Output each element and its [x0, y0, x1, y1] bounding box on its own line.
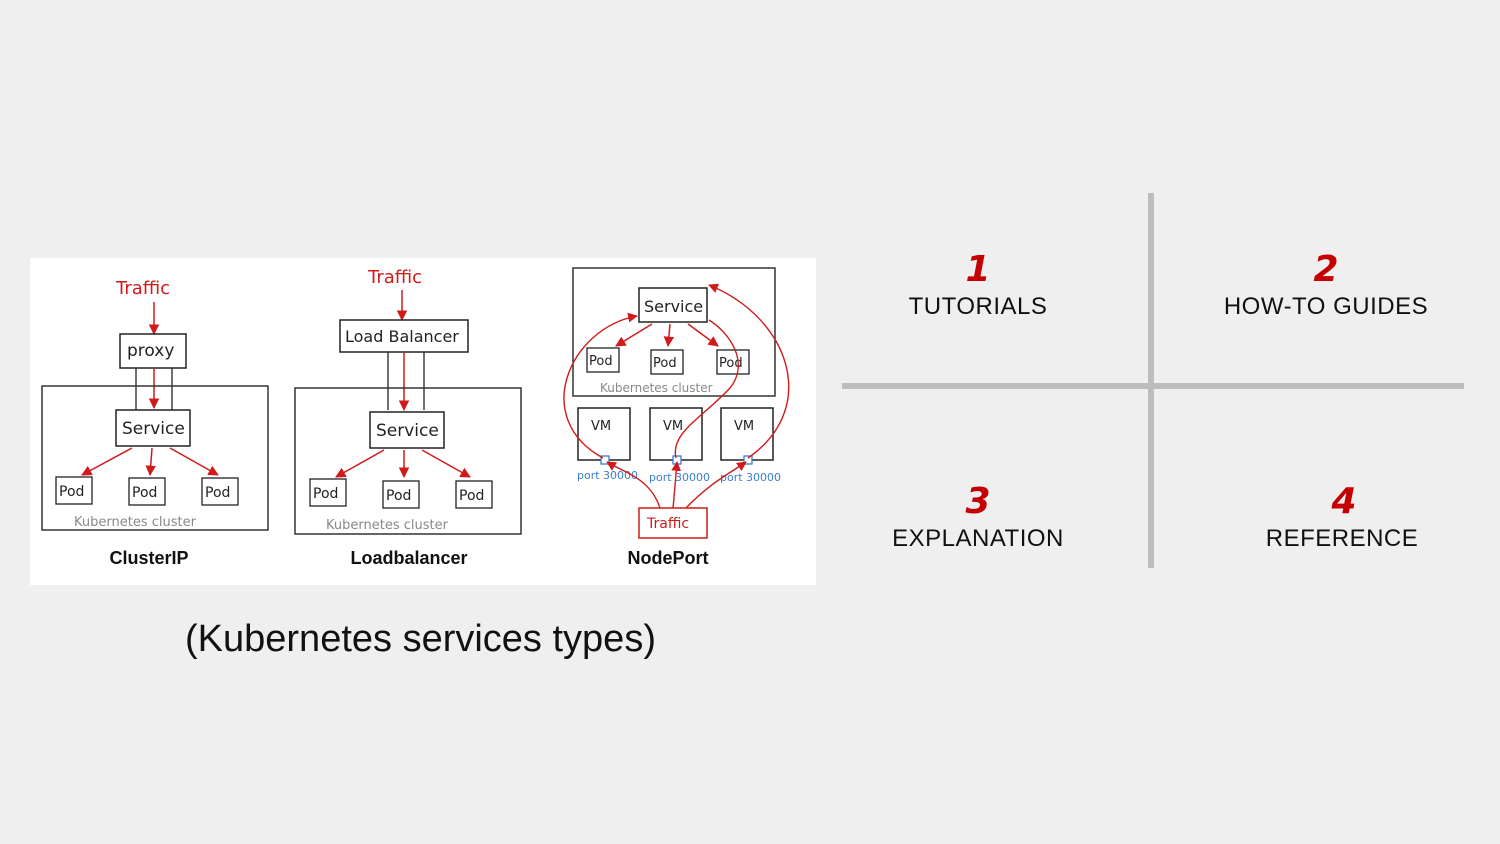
pod-label: Pod: [719, 356, 743, 371]
nodeport-traffic-label: Traffic: [646, 516, 689, 532]
quadrant-number: 2: [1313, 249, 1339, 290]
nodeport-cluster-box: [572, 267, 776, 397]
vm-box: [577, 407, 631, 461]
vertical-divider: [1148, 193, 1154, 568]
clusterip-cluster-label: Kubernetes cluster: [74, 515, 197, 530]
loadbalancer-traffic-label: Traffic: [367, 267, 422, 288]
proxy-box: [119, 333, 187, 369]
nodeport-panel: Service Pod Pod Pod Kubernetes cluster V…: [563, 267, 790, 568]
port-label: port 30000: [577, 469, 638, 482]
port-label: port 30000: [649, 471, 710, 484]
vm-label: VM: [734, 419, 754, 434]
clusterip-service-box: [115, 409, 191, 447]
vm-box: [720, 407, 774, 461]
pod-box: [309, 478, 347, 507]
loadbalancer-cluster-label: Kubernetes cluster: [326, 518, 449, 533]
nodeport-service-label: Service: [644, 297, 703, 316]
port-marker: [600, 455, 610, 465]
quadrant-label: TUTORIALS: [908, 293, 1048, 320]
clusterip-title: ClusterIP: [109, 548, 188, 568]
nodeport-title: NodePort: [628, 548, 709, 568]
pod-box: [455, 480, 493, 509]
vm-label: VM: [591, 419, 611, 434]
diagram-caption: (Kubernetes services types): [185, 618, 656, 660]
nodeport-service-box: [638, 287, 708, 323]
port-marker: [743, 455, 753, 465]
clusterip-cluster-box: [41, 385, 269, 531]
pod-label: Pod: [59, 484, 84, 500]
clusterip-traffic-label: Traffic: [115, 278, 170, 299]
pod-box: [716, 349, 750, 375]
pod-box: [382, 480, 420, 509]
quadrant-number: 3: [965, 481, 991, 522]
pod-box: [128, 477, 166, 506]
pod-label: Pod: [459, 488, 484, 504]
pod-label: Pod: [386, 488, 411, 504]
kubernetes-services-diagram: Traffic proxy Service Pod Pod Pod Kubern…: [30, 258, 816, 585]
loadbalancer-service-box: [369, 411, 445, 449]
port-label: port 30000: [720, 471, 781, 484]
clusterip-service-label: Service: [122, 419, 185, 439]
quadrant-label: REFERENCE: [1265, 525, 1419, 552]
loadbalancer-cluster-box: [294, 387, 522, 535]
pod-box: [650, 349, 684, 375]
horizontal-divider: [842, 383, 1464, 389]
pod-box: [201, 477, 239, 506]
quadrant-number: 1: [965, 249, 991, 290]
pod-label: Pod: [589, 354, 613, 369]
vm-label: VM: [663, 419, 683, 434]
pod-label: Pod: [205, 485, 230, 501]
services-diagram-svg: Traffic proxy Service Pod Pod Pod Kubern…: [41, 267, 790, 568]
nodeport-cluster-label: Kubernetes cluster: [600, 381, 713, 395]
pod-box: [586, 347, 620, 373]
quadrant-number: 4: [1331, 481, 1357, 522]
quadrant-label: HOW-TO GUIDES: [1223, 293, 1429, 320]
pod-box: [55, 476, 93, 505]
clusterip-panel: Traffic proxy Service Pod Pod Pod Kubern…: [41, 278, 269, 568]
pod-label: Pod: [132, 485, 157, 501]
pod-label: Pod: [653, 356, 677, 371]
loadbalancer-title: Loadbalancer: [350, 548, 467, 568]
proxy-label: proxy: [127, 341, 174, 361]
load-balancer-label: Load Balancer: [345, 327, 459, 346]
quadrant-label: EXPLANATION: [892, 525, 1064, 552]
loadbalancer-panel: Traffic Load Balancer Service Pod Pod Po…: [294, 267, 522, 568]
loadbalancer-service-label: Service: [376, 421, 439, 441]
pod-label: Pod: [313, 486, 338, 502]
